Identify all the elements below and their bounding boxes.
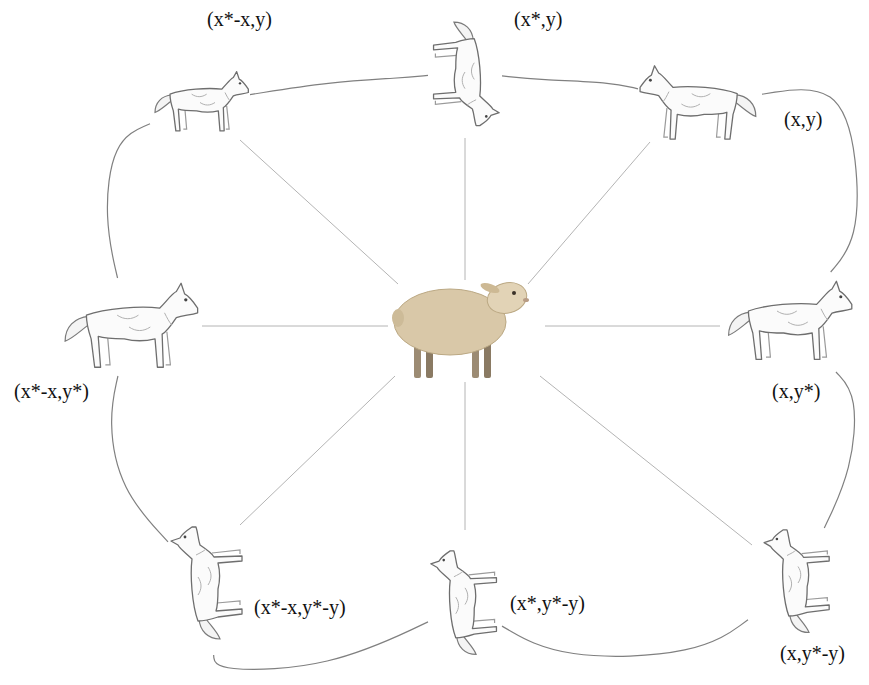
wolf-fur (192, 93, 230, 106)
wolf-node: (x,y*-y) (748, 528, 848, 638)
coordinate-label: (x*-x,y*) (12, 380, 91, 402)
sight-line (465, 382, 466, 530)
wolf-body (764, 530, 829, 616)
wolf-fur (777, 309, 828, 326)
coordinate-label: (x*,y) (512, 8, 564, 30)
coordinate-label: (x,y*-y) (778, 642, 847, 664)
ring-connector (502, 76, 638, 89)
wolf-node: (x,y) (638, 58, 762, 150)
wolf-tail (65, 316, 89, 341)
wolf-fur (663, 92, 711, 108)
coordinate-label: (x*-x,y*-y) (252, 596, 348, 618)
wolf-body (748, 281, 851, 359)
wolf-tail (199, 619, 220, 639)
wolf-drawing (155, 72, 248, 131)
ring-connector (112, 376, 168, 542)
wolf-drawing (171, 527, 242, 639)
wolf-body (640, 66, 737, 139)
wolf-body (171, 527, 242, 621)
sheep-nose (523, 298, 529, 302)
sheep-ear (479, 281, 501, 295)
wolf-drawing (434, 22, 500, 126)
wolf-fur (196, 549, 211, 595)
wolf-drawing (729, 281, 852, 359)
wolf-body (86, 283, 197, 367)
coordinate-label: (x*-x,y) (205, 8, 274, 30)
wolf-node: (x*-x,y*) (58, 278, 200, 376)
sheep (392, 278, 530, 378)
coordinate-label: (x*,y*-y) (508, 592, 587, 614)
wolf-figure (168, 515, 248, 655)
ring-connector (107, 124, 150, 278)
wolf-figure (150, 55, 250, 150)
wolf-eye (442, 559, 445, 562)
wolf-body (431, 551, 497, 638)
ring-connector (214, 622, 428, 670)
wolf-node: (x*,y*-y) (428, 532, 502, 677)
sheep-eye (512, 291, 516, 295)
sight-line (240, 140, 398, 284)
sight-line (202, 326, 388, 327)
ring-connector (824, 372, 854, 528)
ring-connector (250, 75, 428, 94)
wolf-eye (485, 115, 488, 118)
coordinate-label: (x,y) (782, 108, 824, 130)
wolf-tail (454, 22, 473, 41)
sheep-tail (392, 309, 404, 327)
wolf-tail (735, 95, 756, 117)
wolf-tail (729, 312, 751, 335)
wolf-drawing (431, 551, 497, 655)
sight-line (540, 376, 752, 545)
wolf-figure (748, 528, 848, 638)
wolf-fur (454, 571, 468, 614)
wolf-drawing (764, 530, 829, 633)
wolf-tail (155, 95, 172, 113)
wolf-fur (117, 313, 171, 331)
wolf-figure (638, 58, 762, 150)
wolf-body (170, 72, 248, 131)
sight-lines (202, 138, 752, 545)
wolf-node: (x,y*) (722, 272, 854, 372)
wolf-drawing (65, 283, 198, 367)
wolf-eye (839, 295, 842, 298)
wolf-figure (428, 8, 502, 136)
wolf-node: (x*-x,y*-y) (168, 515, 248, 655)
wolf-eye (649, 79, 652, 82)
wolf-figure (58, 278, 200, 376)
ring-connector (762, 90, 857, 272)
wolf-figure (722, 272, 854, 372)
sight-line (528, 142, 650, 284)
wolf-fur (462, 63, 476, 106)
sight-line (545, 326, 720, 327)
wolf-eye (239, 82, 241, 84)
wolf-eye (776, 538, 779, 541)
wolf-tail (457, 636, 476, 655)
sight-line (240, 376, 395, 525)
wolf-body (434, 39, 500, 126)
wolf-tail (790, 614, 809, 632)
wolf-eye (184, 536, 187, 539)
wolf-node: (x*,y) (428, 8, 502, 136)
coordinate-label: (x,y*) (770, 380, 822, 402)
wolf-fur (787, 550, 801, 592)
wolf-eye (184, 298, 187, 301)
wolf-node: (x*-x,y) (150, 55, 250, 150)
wolf-figure (428, 532, 502, 677)
wolf-drawing (640, 66, 756, 139)
sight-line (465, 138, 466, 280)
ring-connector (502, 620, 748, 657)
